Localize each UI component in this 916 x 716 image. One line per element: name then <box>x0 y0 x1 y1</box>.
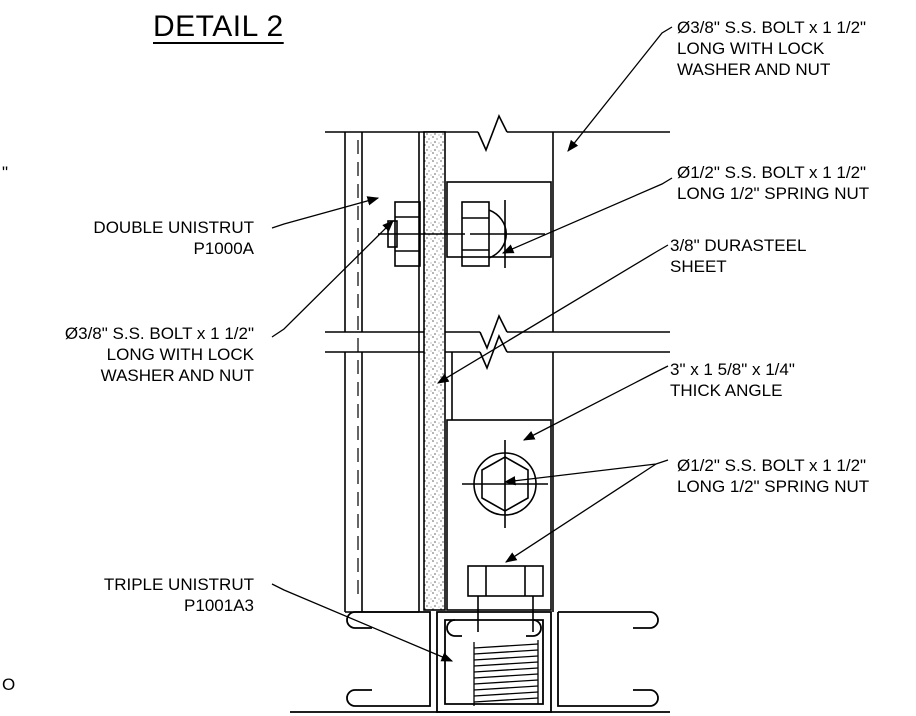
break-line-top <box>325 114 670 153</box>
callout-left-bolt: Ø3/8" S.S. BOLT x 1 1/2" LONG WITH LOCK … <box>65 323 254 386</box>
callout-line: LONG WITH LOCK <box>106 345 254 364</box>
leaders <box>271 26 673 662</box>
callout-double-unistrut: DOUBLE UNISTRUT P1000A <box>93 217 254 259</box>
callout-line: P1001A3 <box>184 596 254 615</box>
angle-outline <box>446 132 554 612</box>
callout-triple-unistrut: TRIPLE UNISTRUT P1001A3 <box>104 574 254 616</box>
double-unistrut-column <box>344 132 420 613</box>
detail-title: DETAIL 2 <box>153 10 284 43</box>
callout-line: LONG 1/2" SPRING NUT <box>677 477 870 496</box>
callout-line: LONG 1/2" SPRING NUT <box>677 184 870 203</box>
callout-spring-nut-upper: Ø1/2" S.S. BOLT x 1 1/2" LONG 1/2" SPRIN… <box>677 162 869 204</box>
edge-mark-bottom: O <box>2 675 16 694</box>
callout-line: 3" x 1 5/8" x 1/4" <box>670 360 795 379</box>
callout-durasteel: 3/8" DURASTEEL SHEET <box>670 235 806 277</box>
callout-line: 3/8" DURASTEEL <box>670 236 807 255</box>
callout-angle: 3" x 1 5/8" x 1/4" THICK ANGLE <box>670 359 795 401</box>
structure <box>271 26 673 713</box>
bottom-nut <box>467 565 544 632</box>
callout-line: LONG WITH LOCK <box>677 39 825 58</box>
spring <box>473 640 539 706</box>
callout-line: WASHER AND NUT <box>100 366 254 385</box>
lower-bolt <box>462 440 548 528</box>
callout-line: Ø3/8" S.S. BOLT x 1 1/2" <box>677 18 867 37</box>
callout-line: TRIPLE UNISTRUT <box>103 575 254 594</box>
callout-top-bolt: Ø3/8" S.S. BOLT x 1 1/2" LONG WITH LOCK … <box>677 17 866 80</box>
edge-mark-top: " <box>2 163 9 182</box>
triple-unistrut-base <box>290 611 670 713</box>
callout-line: Ø3/8" S.S. BOLT x 1 1/2" <box>64 324 254 343</box>
callout-line: Ø1/2" S.S. BOLT x 1 1/2" <box>677 456 867 475</box>
callout-line: SHEET <box>670 257 727 276</box>
callout-line: P1000A <box>193 239 255 258</box>
callout-spring-nut-lower: Ø1/2" S.S. BOLT x 1 1/2" LONG 1/2" SPRIN… <box>677 455 869 497</box>
durasteel-sheet <box>423 131 446 611</box>
upper-bolt <box>461 200 545 268</box>
callout-line: WASHER AND NUT <box>677 60 831 79</box>
callout-line: THICK ANGLE <box>670 381 783 400</box>
callout-line: DOUBLE UNISTRUT <box>93 218 254 237</box>
callout-line: Ø1/2" S.S. BOLT x 1 1/2" <box>677 163 867 182</box>
break-line-middle <box>325 314 670 371</box>
